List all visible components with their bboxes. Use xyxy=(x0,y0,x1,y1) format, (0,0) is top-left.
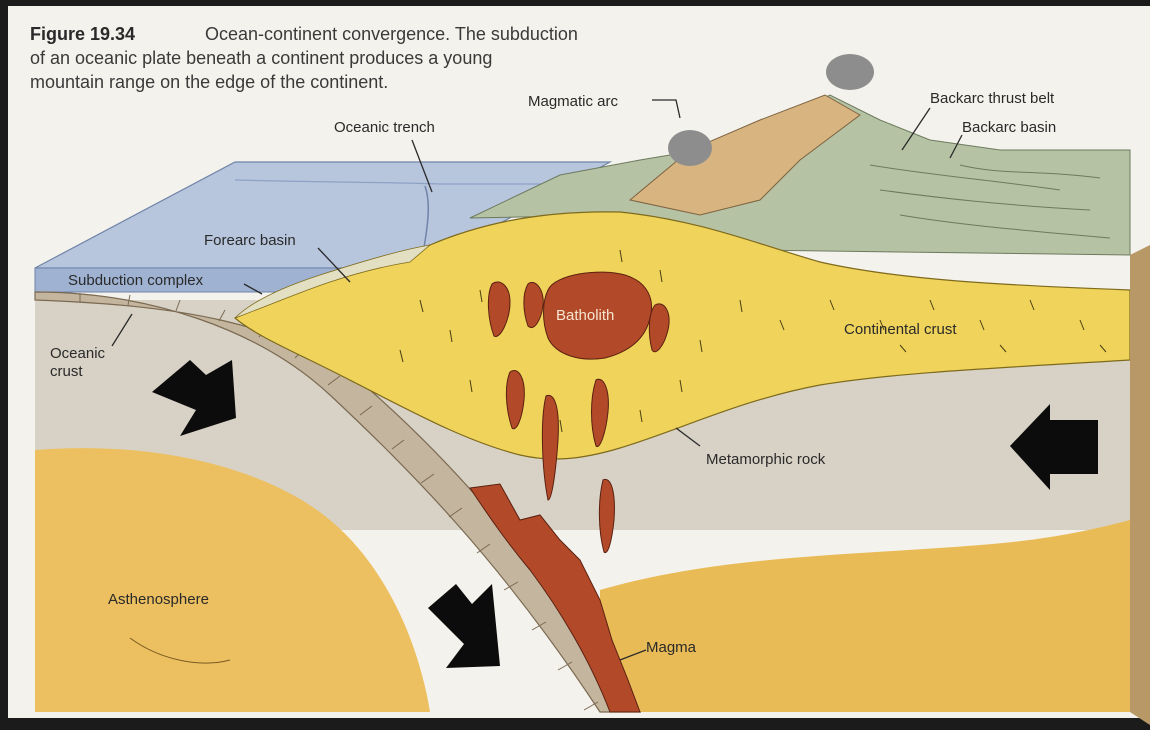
block-right-side xyxy=(1130,245,1150,725)
caption-line-3: mountain range on the edge of the contin… xyxy=(30,72,388,92)
label-oceanic-crust-line-1: Oceanic xyxy=(50,345,106,362)
figure-number: Figure 19.34 xyxy=(30,24,135,44)
label-forearc-basin: Forearc basin xyxy=(204,232,296,249)
label-batholith: Batholith xyxy=(556,307,614,324)
label-oceanic-crust-line-2: crust xyxy=(50,363,83,380)
volcanic-plume-left xyxy=(668,130,712,166)
label-magmatic-arc: Magmatic arc xyxy=(528,93,619,110)
volcanic-plume-right xyxy=(826,54,874,90)
caption-line-2: of an oceanic plate beneath a continent … xyxy=(30,48,492,68)
caption-line-1: Ocean-continent convergence. The subduct… xyxy=(205,24,578,44)
label-subduction-complex: Subduction complex xyxy=(68,272,204,289)
label-asthenosphere: Asthenosphere xyxy=(108,591,209,608)
label-oceanic-trench: Oceanic trench xyxy=(334,119,435,136)
label-metamorphic-rock: Metamorphic rock xyxy=(706,451,826,468)
label-continental-crust: Continental crust xyxy=(844,321,957,338)
label-magma: Magma xyxy=(646,639,697,656)
label-backarc-thrust-belt: Backarc thrust belt xyxy=(930,90,1055,107)
label-backarc-basin: Backarc basin xyxy=(962,119,1056,136)
